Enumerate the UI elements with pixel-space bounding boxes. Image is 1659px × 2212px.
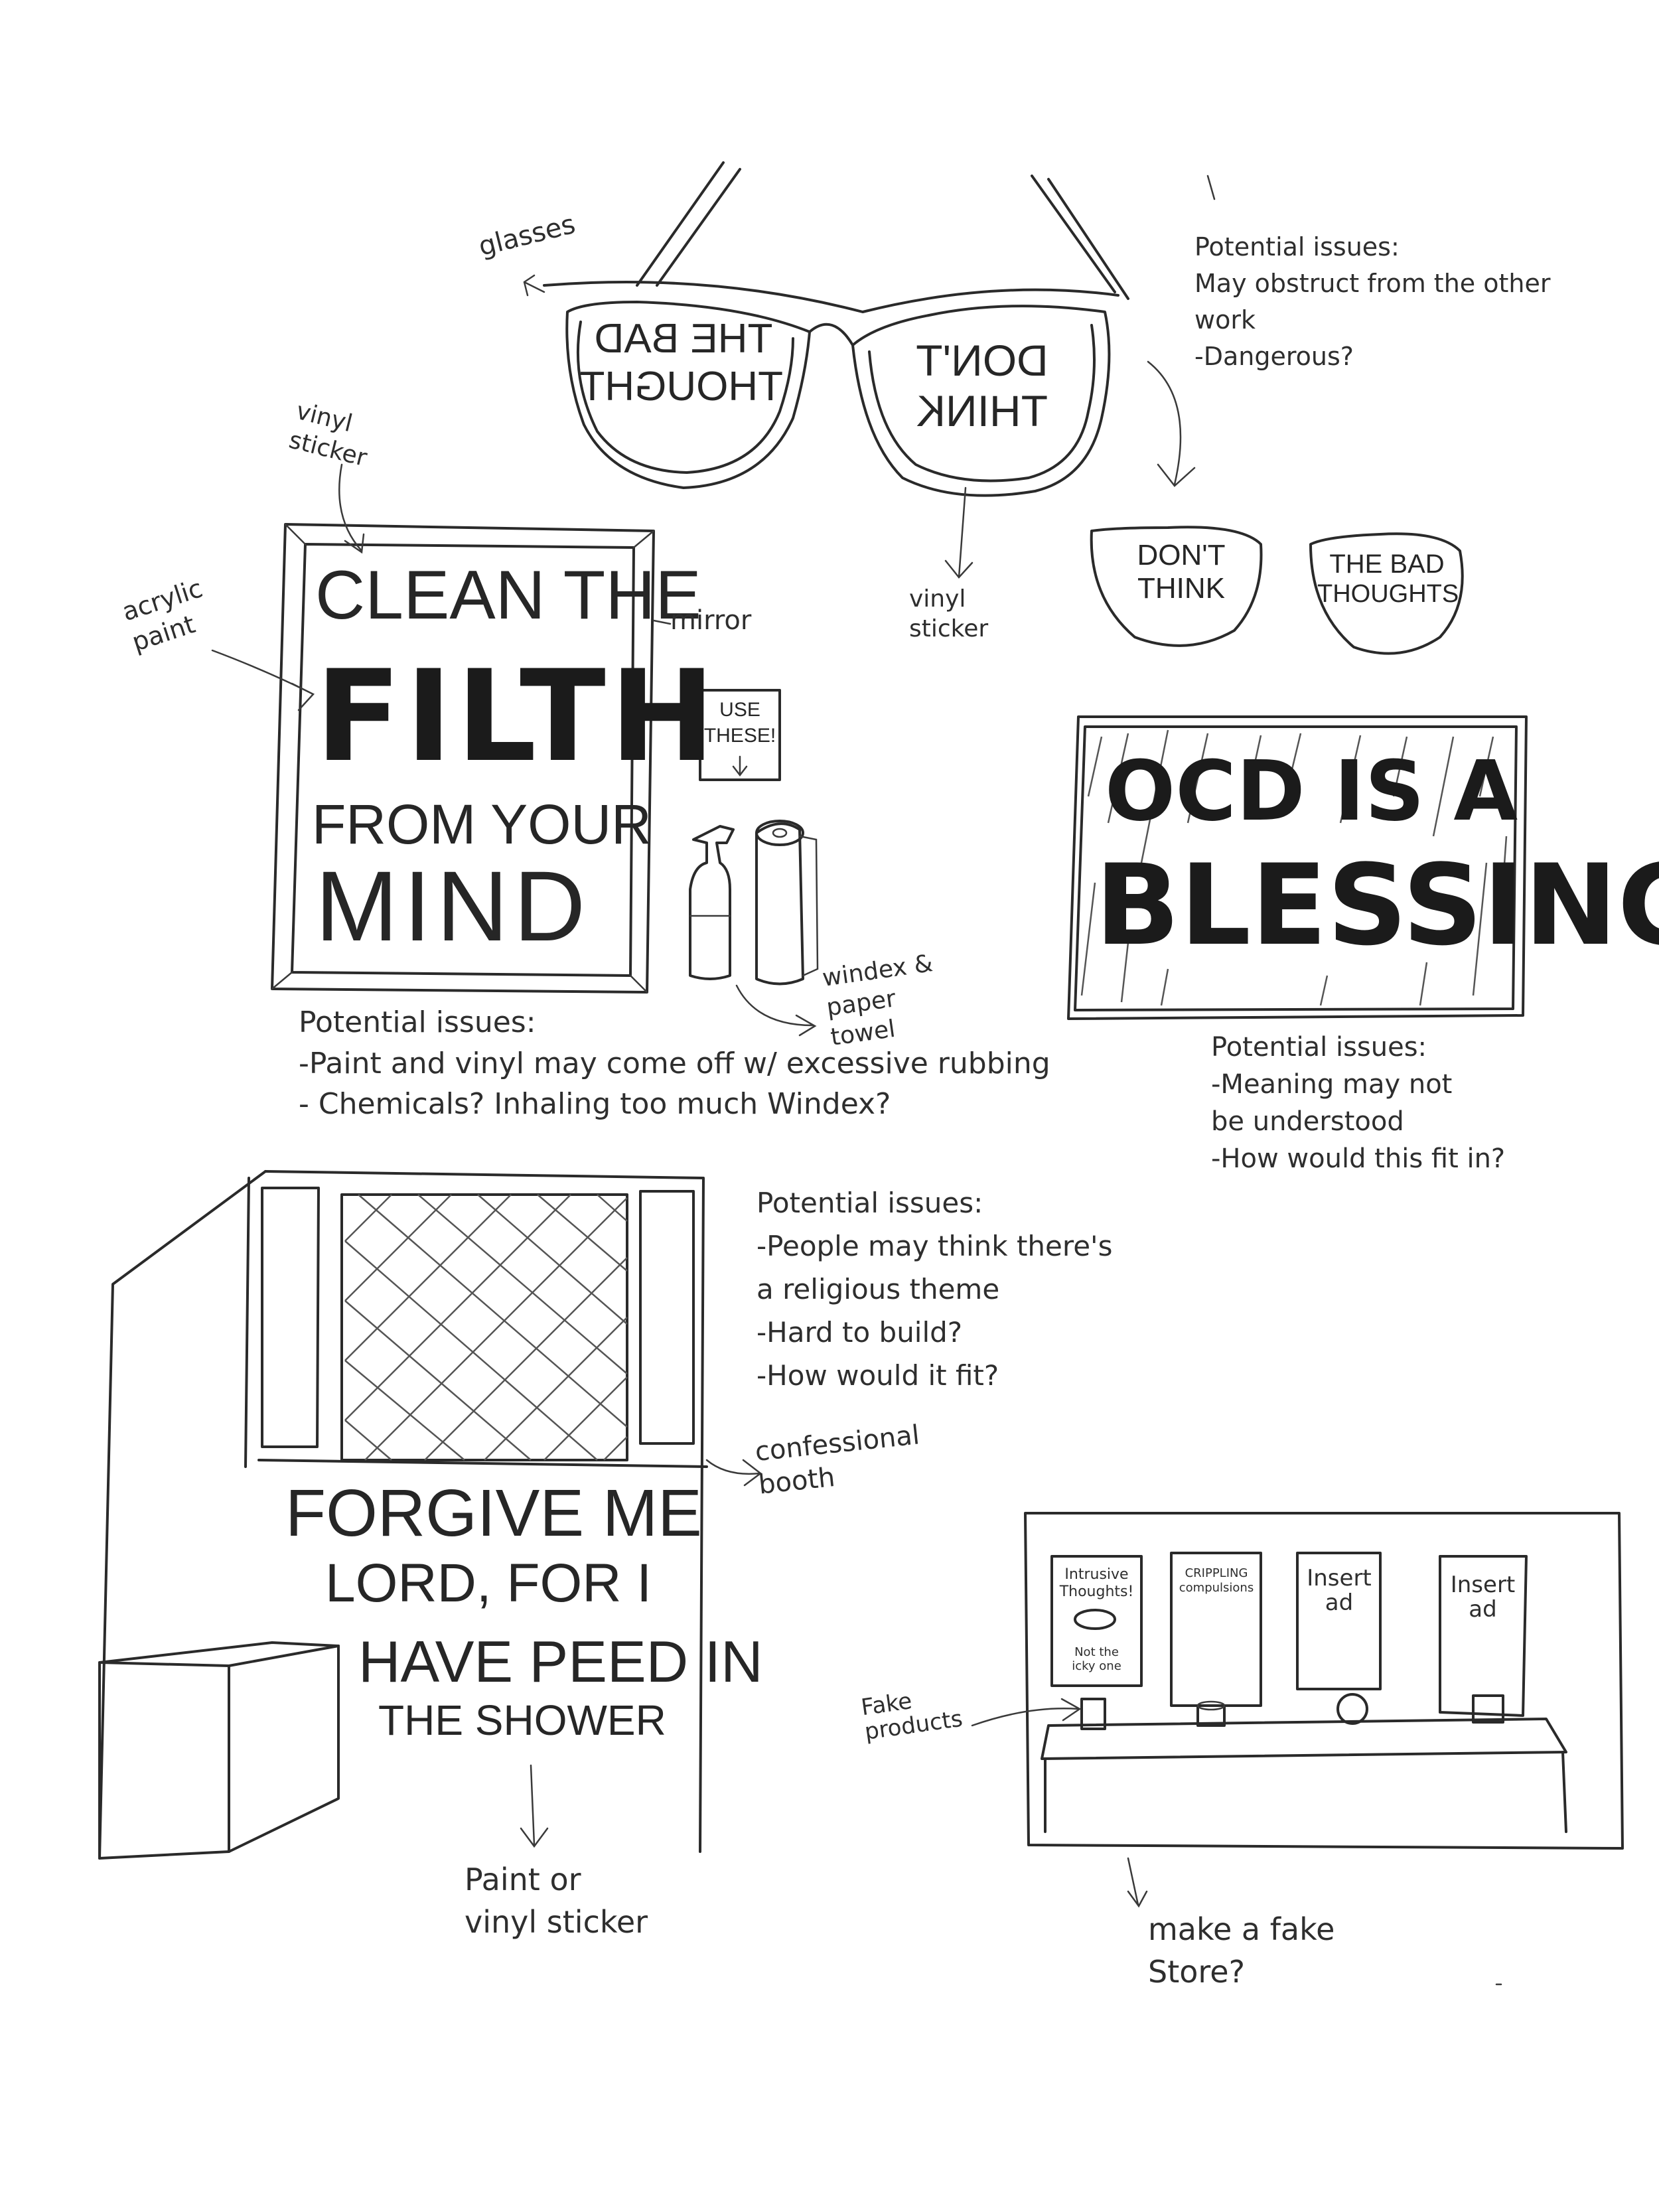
mirror-issues-note: Potential issues: -Paint and vinyl may c… — [299, 1005, 1050, 1122]
poster-crippling-compulsions: CRIPPLING compulsions — [1179, 1566, 1254, 1595]
mirror-line2: FILTH — [315, 643, 719, 790]
fake-store-sketch — [971, 1512, 1624, 1986]
alt-right-lens-line1: THE BAD — [1329, 550, 1445, 579]
left-lens-line1: THE BAD — [594, 316, 773, 362]
alt-lenses-sketch — [1090, 526, 1464, 655]
booth-line1: FORGIVE ME — [285, 1476, 702, 1550]
booth-issues-note: Potential issues: -People may think ther… — [757, 1187, 1113, 1392]
poster-insert-ad-1: Insert ad — [1307, 1565, 1372, 1617]
ocd-sign-line2: BLESSING — [1095, 840, 1659, 970]
ocd-sign-issues-note: Potential issues: -Meaning may not be un… — [1211, 1032, 1506, 1174]
alt-left-lens-line2: THINK — [1137, 572, 1225, 605]
ocd-sign-sketch — [1067, 715, 1528, 1020]
glasses-sticker-label: vinyl sticker — [909, 585, 989, 642]
mirror-line3: FROM YOUR — [312, 793, 652, 855]
alt-right-lens-text: THE BAD THOUGHTS — [1317, 550, 1459, 608]
right-lens-line2: THINK — [916, 386, 1048, 435]
alt-left-lens-text: DON'T THINK — [1105, 541, 1258, 603]
alt-right-lens-line2: THOUGHTS — [1317, 580, 1459, 608]
poster-intrusive-thoughts: Intrusive Thoughts! — [1059, 1566, 1134, 1601]
booth-line3: HAVE PEED IN — [358, 1629, 763, 1694]
right-lens-text: DON'T THINK — [883, 336, 1082, 435]
mirror-line4: MIND — [315, 850, 591, 962]
use-these-sign-sketch — [699, 689, 781, 781]
mirror-line1: CLEAN THE — [315, 557, 701, 634]
use-these-sign-text: USE THESE! — [703, 699, 776, 747]
alt-left-lens-line1: DON'T — [1137, 539, 1226, 571]
right-lens-line1: DON'T — [916, 336, 1048, 385]
paper-towel-sketch — [735, 820, 819, 1037]
poster-insert-ad-2: Insert ad — [1450, 1572, 1516, 1623]
left-lens-line2: THOUGHT — [579, 364, 783, 409]
glasses-sketch — [523, 161, 1196, 579]
fake-store-caption: make a fake Store? — [1148, 1911, 1335, 1990]
mirror-label: mirror — [670, 605, 752, 636]
left-lens-text: THE BAD THOUGHT — [579, 316, 783, 409]
paint-or-vinyl-label: Paint or vinyl sticker — [465, 1862, 648, 1941]
poster-intrusive-subtext: Not the icky one — [1072, 1645, 1121, 1673]
ocd-sign-line1: OCD IS A — [1105, 743, 1518, 840]
mirror-sketch — [211, 463, 672, 994]
confessional-booth-sketch — [98, 1170, 762, 1860]
booth-line2: LORD, FOR I — [325, 1553, 652, 1613]
windex-bottle-sketch — [689, 825, 735, 980]
glasses-issues-note: Potential issues: May obstruct from the … — [1194, 232, 1551, 372]
booth-line4: THE SHOWER — [378, 1696, 666, 1744]
